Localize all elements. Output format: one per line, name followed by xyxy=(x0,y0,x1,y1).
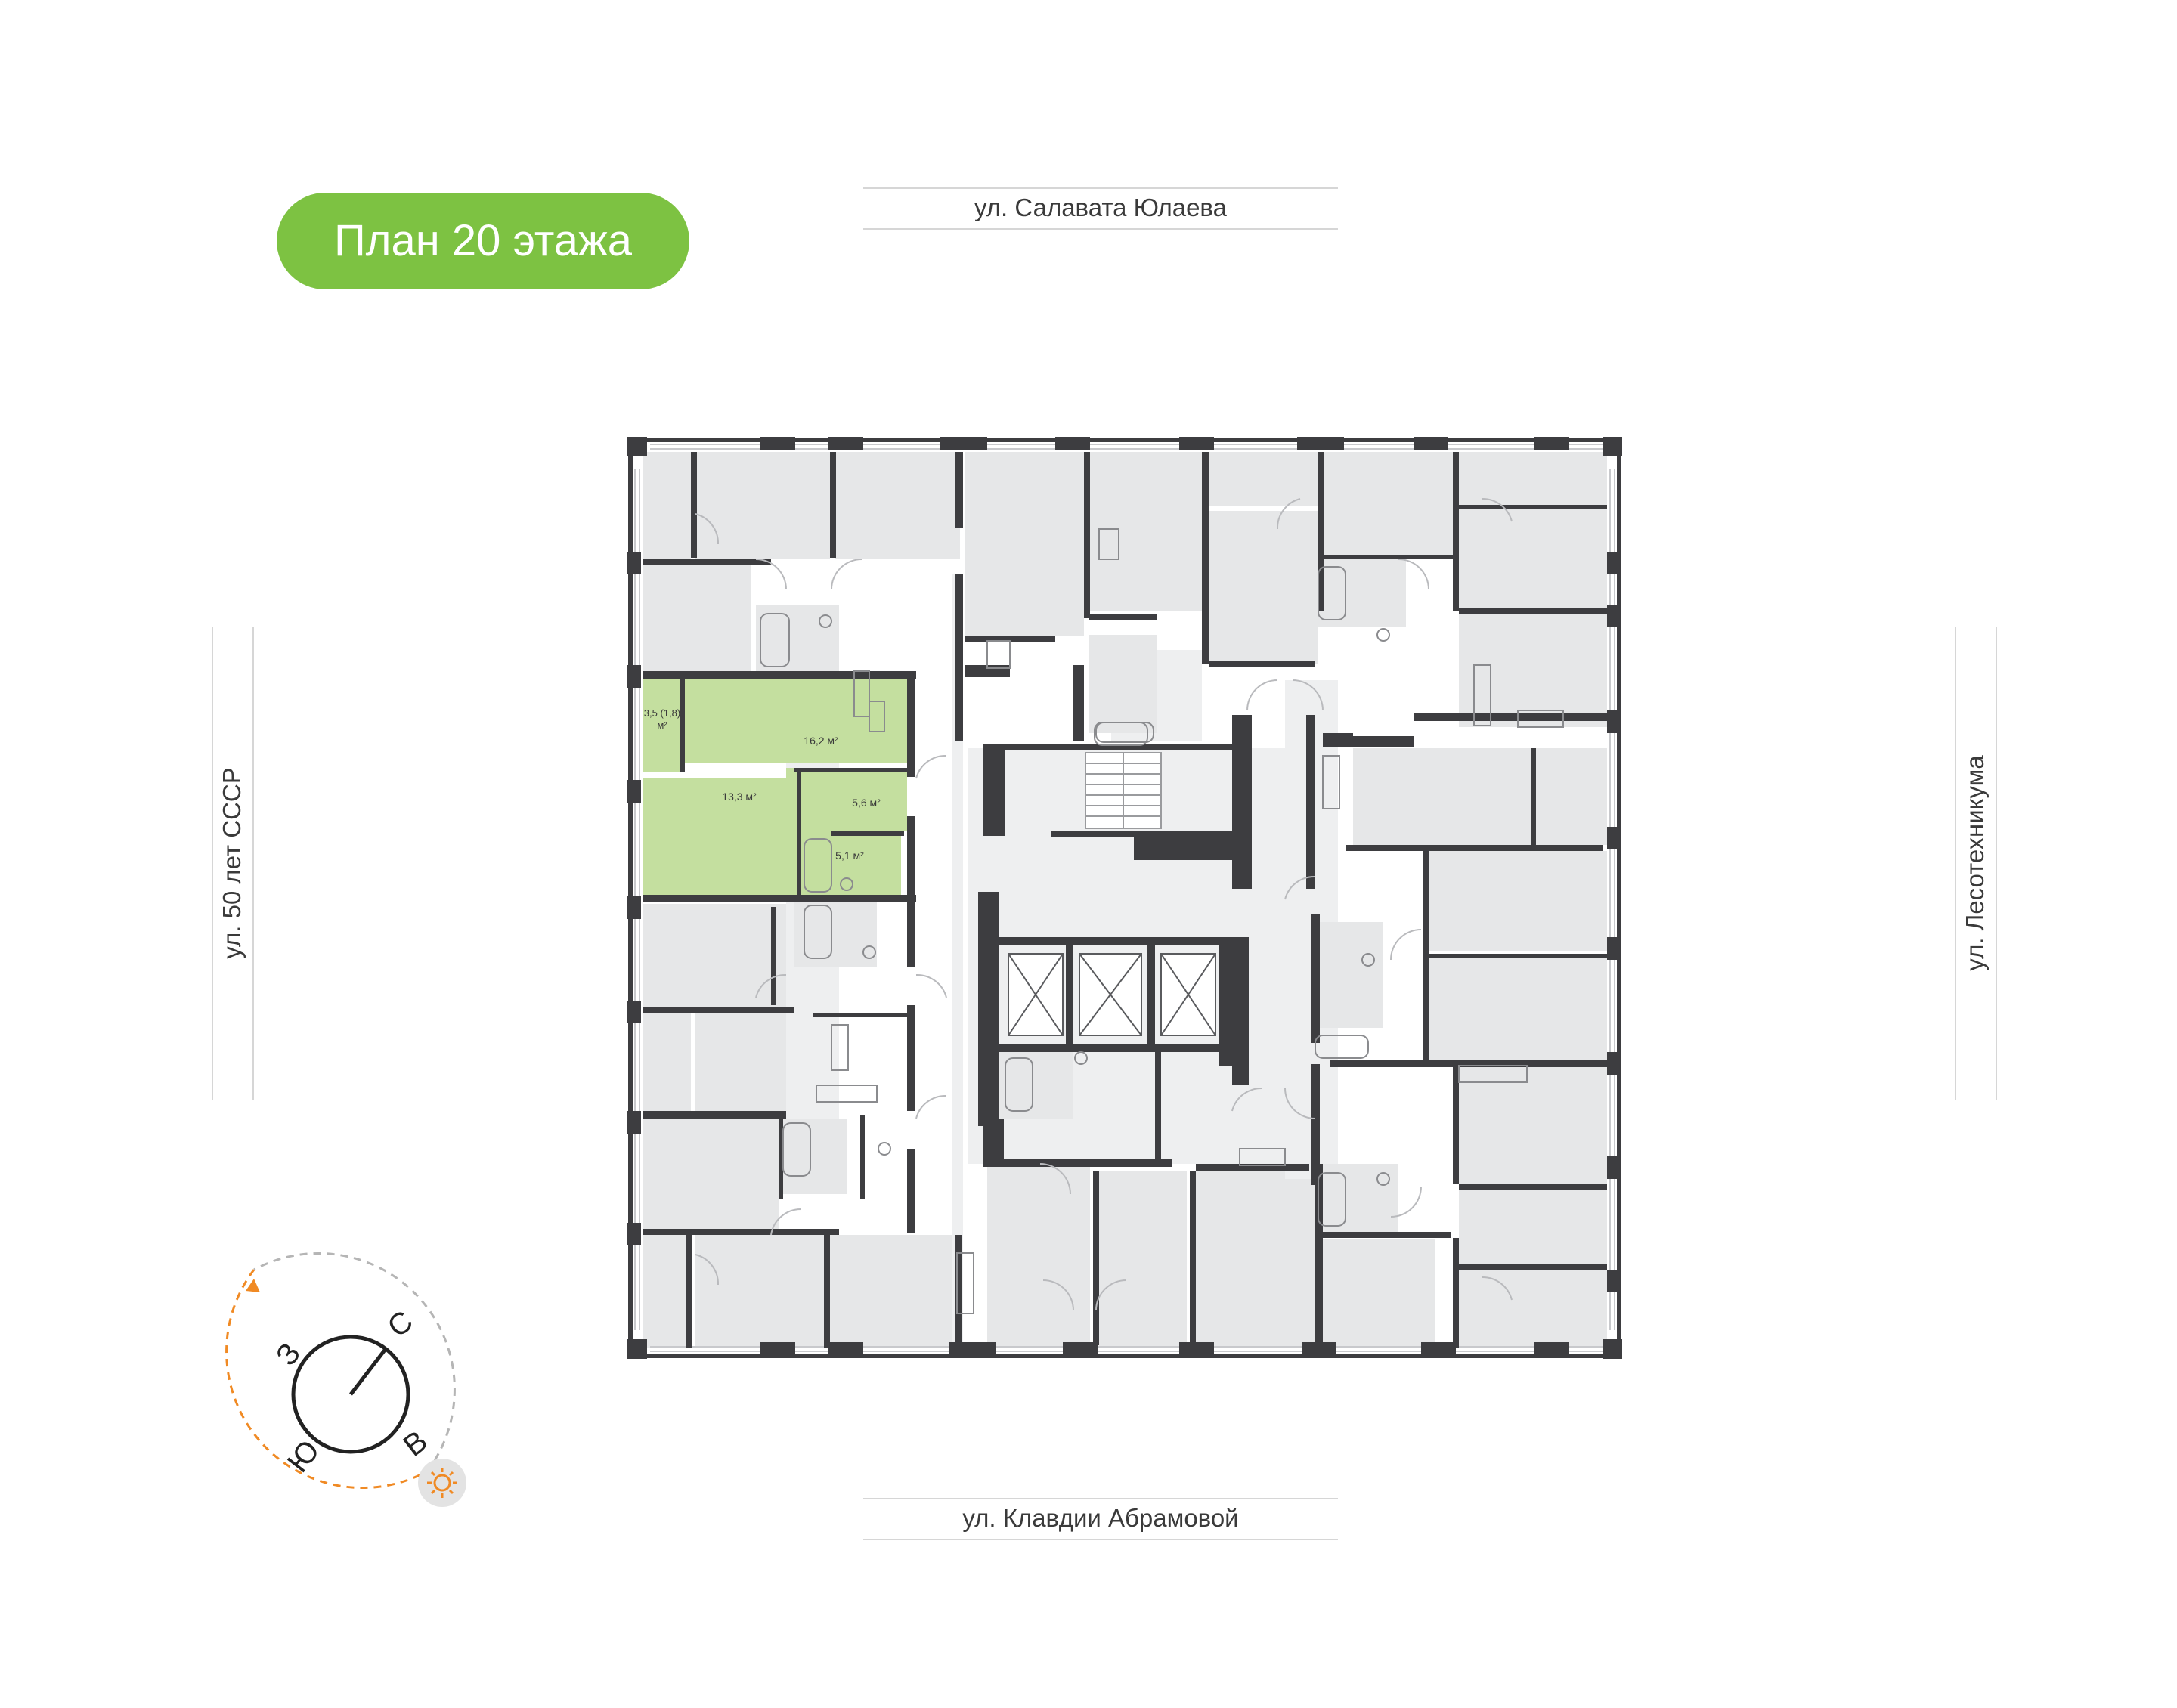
fixtures xyxy=(760,528,1564,1314)
corridor xyxy=(952,574,963,1353)
apartment-hall xyxy=(786,768,907,831)
room xyxy=(643,452,691,559)
room xyxy=(643,565,751,671)
room xyxy=(1459,1066,1607,1184)
sun-icon-halo xyxy=(418,1459,466,1507)
room xyxy=(1536,748,1607,845)
wet-room xyxy=(1088,635,1157,733)
apartment-bedroom xyxy=(643,778,797,895)
room-label-kitchen: 16,2 м² xyxy=(804,735,838,747)
sun-path-orange xyxy=(225,1269,428,1490)
compass-dial xyxy=(291,1335,410,1454)
room xyxy=(1459,452,1607,505)
room-label-bedroom: 13,3 м² xyxy=(722,791,757,803)
room xyxy=(1193,1171,1315,1348)
walls xyxy=(627,437,1622,1359)
elevators xyxy=(1008,953,1216,1036)
apartment-bath xyxy=(801,831,901,895)
room-label-loggia: 3,5 (1,8) м² xyxy=(638,707,686,732)
room xyxy=(695,1235,824,1348)
wet-room xyxy=(1315,1164,1398,1232)
room xyxy=(1429,957,1607,1060)
room xyxy=(1090,452,1203,611)
room xyxy=(1429,851,1607,951)
room xyxy=(965,452,1084,636)
room-label-hall: 5,6 м² xyxy=(852,797,881,809)
sun-icon xyxy=(433,1474,451,1492)
street-east-line-right xyxy=(1996,627,1997,1100)
room xyxy=(1209,452,1318,506)
compass-needle xyxy=(349,1348,387,1396)
room xyxy=(830,1235,955,1348)
street-west-line-left xyxy=(212,627,213,1100)
street-north-line-top xyxy=(863,187,1338,189)
door-swings xyxy=(695,497,1513,1311)
room xyxy=(835,452,960,559)
street-west-line-right xyxy=(252,627,254,1100)
room xyxy=(1321,1239,1435,1348)
street-south-label: ул. Клавдии Абрамовой xyxy=(962,1504,1239,1532)
wet-room xyxy=(1315,559,1406,627)
sun-path-arrow xyxy=(246,1279,260,1292)
room xyxy=(643,904,809,1007)
street-south-line-top xyxy=(863,1498,1338,1499)
floor-title: План 20 этажа xyxy=(277,193,689,289)
wet-room xyxy=(998,1050,1073,1119)
room xyxy=(1353,748,1531,845)
sun-rays-icon xyxy=(427,1468,457,1498)
highlighted-apartment xyxy=(643,679,907,895)
wet-room xyxy=(779,1119,847,1194)
street-north-label: ул. Салавата Юлаева xyxy=(974,193,1227,221)
stairs xyxy=(1085,752,1162,829)
sun-path-dashed xyxy=(253,1252,456,1472)
room-label-loggia-area: 3,5 (1,8) xyxy=(643,707,681,719)
room xyxy=(1459,614,1607,727)
street-north-line-bottom xyxy=(863,228,1338,230)
room xyxy=(1324,452,1453,559)
room xyxy=(1209,511,1318,664)
room xyxy=(1459,509,1607,608)
room xyxy=(643,1119,779,1229)
room-label-bath: 5,1 м² xyxy=(835,849,864,862)
street-south-line-bottom xyxy=(863,1539,1338,1540)
room-label-loggia-unit: м² xyxy=(657,719,667,731)
room xyxy=(1459,1270,1607,1348)
room xyxy=(1459,1190,1607,1264)
room xyxy=(1095,1171,1187,1348)
street-east-line-left xyxy=(1955,627,1956,1100)
wet-room xyxy=(1315,922,1383,1028)
room xyxy=(643,1235,691,1348)
room xyxy=(987,1164,1090,1348)
apartment-loggia xyxy=(643,679,680,772)
room xyxy=(643,1013,691,1111)
